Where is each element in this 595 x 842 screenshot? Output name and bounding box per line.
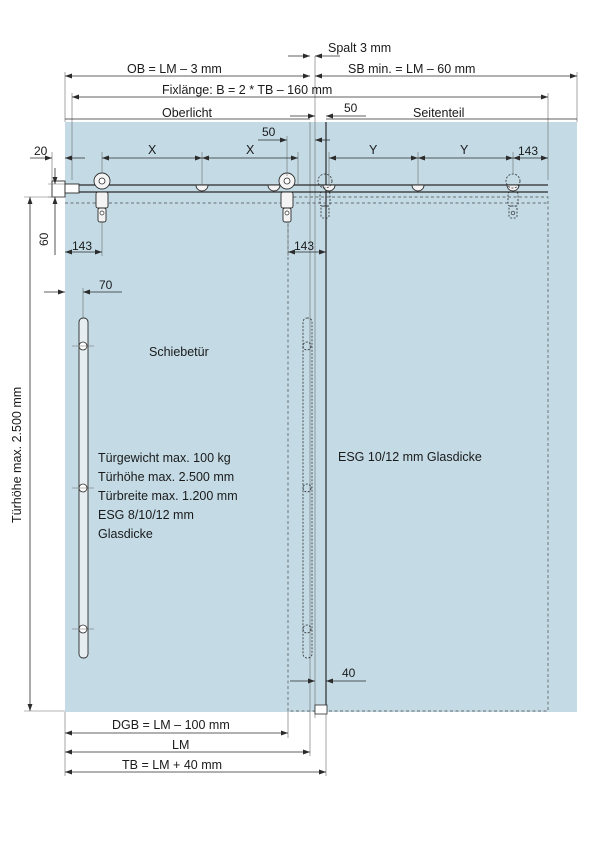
dim-tuerhoehe: Türhöhe max. 2.500 mm (10, 196, 65, 712)
dim-50-mid-label: 50 (262, 125, 276, 139)
y1-label: Y (369, 143, 378, 157)
rail-support-1 (195, 184, 209, 192)
oberlicht-label: Oberlicht (162, 106, 213, 120)
spec-line-5: Glasdicke (98, 527, 153, 541)
x2-label: X (246, 143, 255, 157)
schiebetuer-label: Schiebetür (149, 345, 209, 359)
dim-60: 60 (37, 168, 58, 255)
door-handle-ghost (302, 317, 313, 659)
seitenteil-label: Seitenteil (413, 106, 464, 120)
floor-guide (314, 704, 328, 715)
dim-spalt: Spalt 3 mm (288, 41, 391, 59)
spec-line-2: Türhöhe max. 2.500 mm (98, 470, 234, 484)
roller-carriage-mid (278, 172, 296, 223)
dim-40-label: 40 (342, 666, 356, 680)
dim-50-mid: 50 (258, 125, 330, 176)
dim-143-right: 143 (513, 144, 548, 161)
dim-20: 20 (30, 144, 85, 181)
door-spec-block: Türgewicht max. 100 kg Türhöhe max. 2.50… (98, 451, 238, 541)
ob-label: OB = LM – 3 mm (127, 62, 222, 76)
dim-x: X X (101, 143, 299, 185)
dgb-label: DGB = LM – 100 mm (112, 718, 230, 732)
dim-143-right-label: 143 (518, 144, 538, 158)
dim-50-top: 50 (290, 101, 366, 119)
rail (48, 180, 548, 204)
roller-carriage-left (93, 172, 111, 230)
tb-label: TB = LM + 40 mm (122, 758, 222, 772)
dim-ob-sb: OB = LM – 3 mm SB min. = LM – 60 mm (64, 62, 578, 122)
dim-50-top-label: 50 (344, 101, 358, 115)
dim-20-label: 20 (34, 144, 48, 158)
dim-y: Y Y (328, 143, 514, 185)
dim-bottom: DGB = LM – 100 mm LM TB = LM + 40 mm (64, 711, 327, 776)
dim-70-label: 70 (99, 278, 113, 292)
dim-143-mid: 143 (287, 222, 326, 256)
dim-70: 70 (44, 278, 122, 318)
sb-label: SB min. = LM – 60 mm (348, 62, 475, 76)
dim-fixlaenge: Fixlänge: B = 2 * TB – 160 mm (71, 83, 549, 180)
esg-fixed-label: ESG 10/12 mm Glasdicke (338, 450, 482, 464)
tuerhoehe-label: Türhöhe max. 2.500 mm (10, 387, 24, 523)
rail-support-4 (411, 184, 425, 192)
fixlaenge-label: Fixlänge: B = 2 * TB – 160 mm (162, 83, 332, 97)
door-handle (72, 317, 94, 659)
glass-panel (65, 122, 577, 712)
spec-line-1: Türgewicht max. 100 kg (98, 451, 231, 465)
dim-143-mid-label: 143 (294, 239, 314, 253)
y2-label: Y (460, 143, 469, 157)
spec-line-3: Türbreite max. 1.200 mm (98, 489, 238, 503)
x1-label: X (148, 143, 157, 157)
rail-support-3 (322, 184, 336, 192)
spec-line-4: ESG 8/10/12 mm (98, 508, 194, 522)
lm-label: LM (172, 738, 189, 752)
dim-60-label: 60 (37, 232, 51, 246)
roller-carriage-ghost-1 (317, 173, 333, 219)
dim-40: 40 (290, 666, 366, 684)
fixed-glass-outline (287, 196, 549, 712)
spalt-label: Spalt 3 mm (328, 41, 391, 55)
dim-143-left-label: 143 (72, 239, 92, 253)
dim-143-left: 143 (65, 230, 103, 256)
